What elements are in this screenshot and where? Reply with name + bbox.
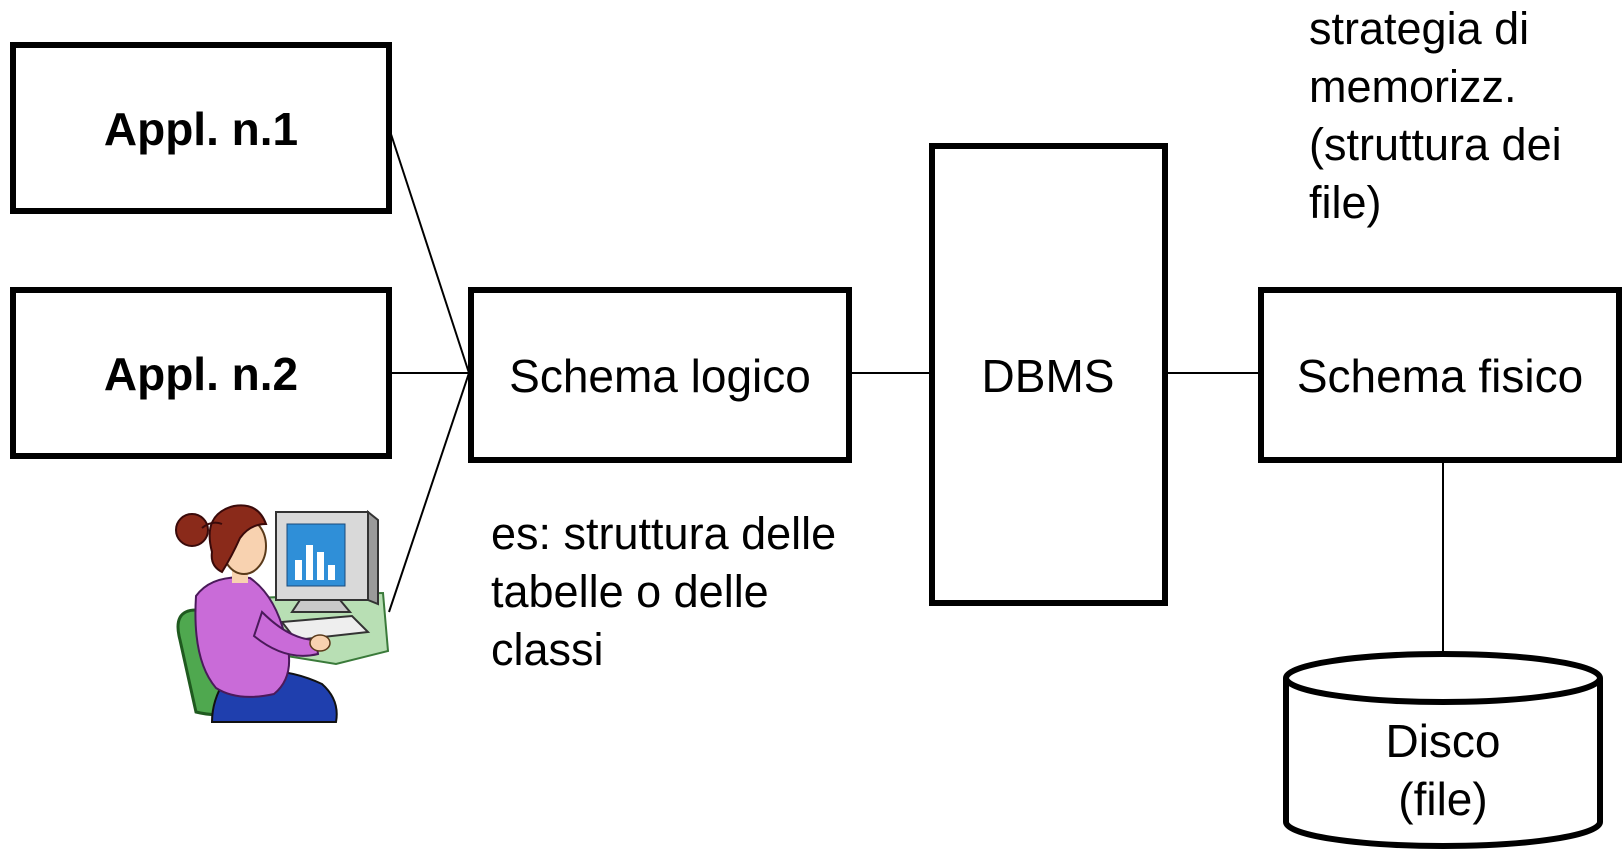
app2-label: Appl. n.2 (104, 348, 298, 400)
physical-schema-box: Schema fisico (1258, 287, 1622, 463)
logical-schema-note: es: struttura delle tabelle o delle clas… (491, 505, 836, 679)
disk-cylinder-icon: Disco (file) (1283, 651, 1603, 849)
physical-note-line: strategia di (1309, 3, 1530, 54)
logical-note-line: classi (491, 624, 604, 675)
user-at-computer-icon (175, 504, 390, 723)
disk-label-line1: Disco (1385, 715, 1500, 767)
dbms-label: DBMS (982, 350, 1115, 402)
physical-schema-note: strategia di memorizz. (struttura dei fi… (1309, 0, 1562, 232)
logical-note-line: tabelle o delle (491, 566, 769, 617)
physical-note-line: memorizz. (1309, 61, 1517, 112)
logical-schema-box: Schema logico (468, 287, 852, 463)
edge-user-logical (388, 372, 470, 613)
physical-schema-label: Schema fisico (1297, 350, 1583, 402)
physical-note-line: (struttura dei (1309, 119, 1562, 170)
edge-app1-logical (388, 127, 470, 374)
dbms-box: DBMS (929, 143, 1168, 606)
app2-box: Appl. n.2 (10, 287, 392, 459)
connectors (388, 127, 1444, 673)
disk-label-line2: (file) (1398, 773, 1487, 825)
physical-note-line: file) (1309, 177, 1382, 228)
logical-schema-label: Schema logico (509, 350, 811, 402)
logical-note-line: es: struttura delle (491, 508, 837, 559)
app1-label: Appl. n.1 (104, 103, 298, 155)
app1-box: Appl. n.1 (10, 42, 392, 214)
